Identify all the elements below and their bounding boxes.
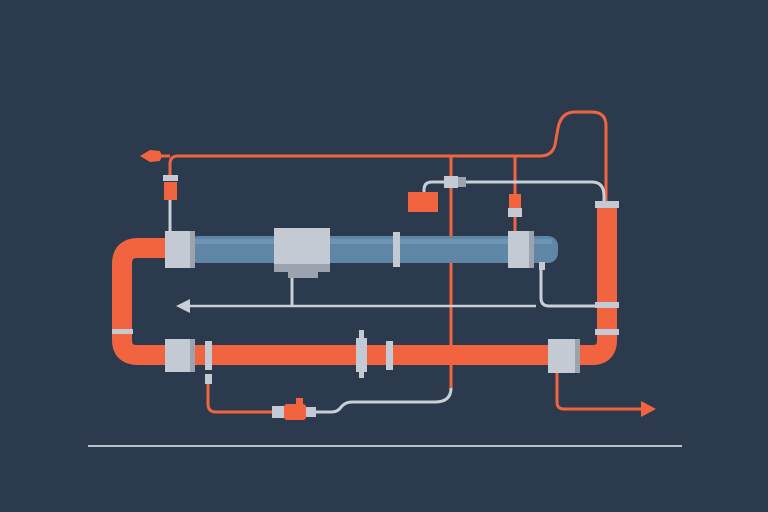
hot-left-coupling-shade	[190, 339, 195, 372]
cool-pipe	[188, 236, 558, 263]
control-box	[408, 192, 438, 212]
right-red-valve	[509, 194, 521, 208]
pump-base	[288, 272, 318, 278]
bottom-red-pump-cap	[272, 406, 284, 418]
hot-pipe-loop	[112, 205, 617, 365]
valve-foot	[359, 372, 364, 378]
valve-stem	[359, 330, 364, 338]
fittings	[112, 176, 619, 384]
bottom-red-pump-top	[296, 398, 303, 404]
right-red-valve-cap	[508, 208, 522, 217]
valve-icon	[356, 330, 367, 378]
arrow-right-icon	[641, 401, 656, 417]
pipe-ring	[393, 232, 400, 267]
return-flow-arrow	[176, 299, 536, 313]
hot-right-coupling-shade	[575, 339, 580, 373]
pump-shade	[274, 264, 330, 272]
valve-body	[356, 338, 367, 372]
cool-pipe-highlight	[192, 239, 552, 244]
white-line-right-loop	[539, 262, 606, 308]
top-white-fitting-2	[458, 177, 466, 187]
riser-band-1	[595, 302, 619, 308]
top-red-line	[168, 110, 608, 205]
hot-right-coupling	[548, 339, 580, 373]
hot-ring-1	[205, 341, 212, 370]
left-loop-band	[112, 329, 133, 334]
red-line-bottom-left	[206, 380, 276, 414]
right-coupling-shade	[529, 231, 534, 268]
left-red-valve	[164, 182, 177, 200]
white-line-top	[422, 180, 606, 205]
bottom-red-pump-body	[284, 404, 306, 420]
flame-icon	[140, 150, 162, 162]
hot-pipe-left-loop	[112, 238, 560, 365]
hot-pipe-right-riser	[562, 205, 617, 365]
bottom-red-pump-end	[306, 407, 316, 417]
left-red-valve-cap-top	[163, 175, 178, 181]
left-coupling-shade	[190, 231, 195, 268]
riser-top-cap	[595, 201, 619, 208]
hot-ring-2	[205, 374, 212, 384]
arrow-left-icon	[176, 299, 190, 313]
top-white-fitting	[444, 176, 458, 188]
riser-band-2	[595, 329, 619, 335]
red-line-outlet	[555, 373, 644, 411]
hot-ring-3	[386, 341, 393, 370]
bottom-red-pump	[272, 398, 316, 420]
white-line-bottom	[316, 387, 453, 414]
red-components	[140, 150, 656, 420]
sensor-tap	[539, 262, 545, 270]
